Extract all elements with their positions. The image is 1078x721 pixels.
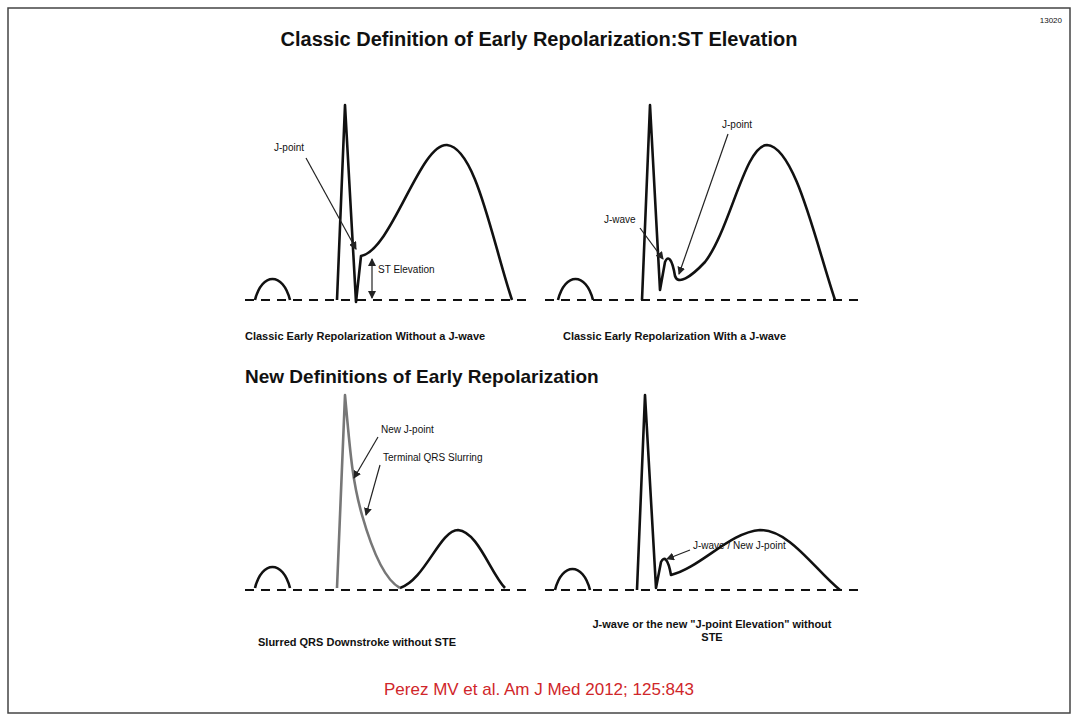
slide-title: Classic Definition of Early Repolarizati… xyxy=(281,28,798,51)
waveforms xyxy=(255,105,840,590)
slide-number: 13020 xyxy=(1040,16,1062,25)
baselines xyxy=(245,300,865,590)
panel-caption: Classic Early Repolarization Without a J… xyxy=(245,330,485,343)
leader-lines xyxy=(306,134,728,559)
j-wave-label: J-wave / New J-point xyxy=(693,540,786,552)
j-wave-label: J-wave xyxy=(604,214,636,226)
j-point-label: J-point xyxy=(274,142,304,154)
j-point-label: J-point xyxy=(722,119,752,131)
panel-caption: J-wave or the new "J-point Elevation" wi… xyxy=(587,618,837,643)
panel-caption: Slurred QRS Downstroke without STE xyxy=(258,636,456,649)
panel-caption: Classic Early Repolarization With a J-wa… xyxy=(563,330,786,343)
new-j-point-label: New J-point xyxy=(381,424,434,436)
st-elevation-label: ST Elevation xyxy=(378,264,435,276)
slide-border xyxy=(8,8,1070,713)
citation: Perez MV et al. Am J Med 2012; 125:843 xyxy=(384,680,694,700)
slurring-label: Terminal QRS Slurring xyxy=(383,452,482,464)
section-heading: New Definitions of Early Repolarization xyxy=(245,366,599,388)
slurred-qrs xyxy=(337,395,400,588)
